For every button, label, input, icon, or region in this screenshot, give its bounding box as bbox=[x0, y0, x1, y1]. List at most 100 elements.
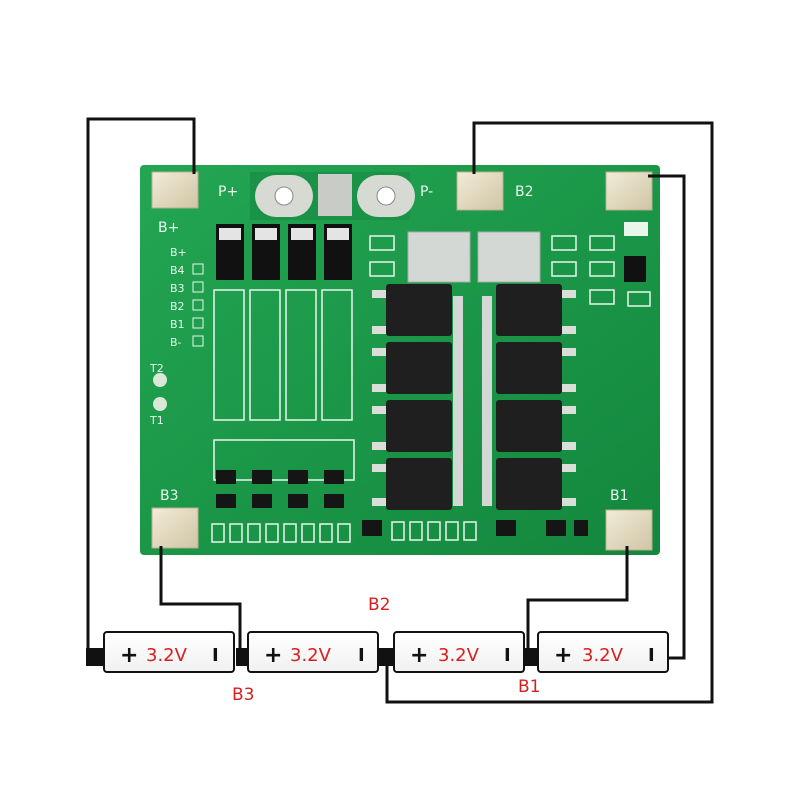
wire-b-plus-to-pack-plus bbox=[86, 117, 196, 657]
mosfet bbox=[496, 284, 562, 336]
terminal-bridge bbox=[318, 174, 352, 216]
mosfet-tab bbox=[453, 296, 463, 506]
mosfets-left bbox=[386, 284, 463, 510]
smd-pad bbox=[319, 523, 333, 543]
smd-pad bbox=[627, 291, 651, 307]
header-label-bminus: B- bbox=[170, 336, 182, 349]
ic-outline bbox=[213, 289, 245, 421]
transistor bbox=[496, 520, 516, 536]
transistor bbox=[288, 470, 308, 484]
mosfet-pin bbox=[372, 384, 386, 392]
header-label-bplus: B+ bbox=[170, 246, 187, 259]
battery-cell-3: + 3.2V I bbox=[393, 631, 525, 673]
upper-right-parts bbox=[369, 222, 651, 307]
wiring bbox=[86, 117, 714, 704]
cell-plus-sign: + bbox=[120, 643, 138, 668]
silk-t1: T1 bbox=[149, 414, 164, 427]
smd-pad bbox=[369, 261, 395, 277]
smd-pad bbox=[409, 521, 423, 541]
mosfet-pin bbox=[372, 326, 386, 334]
smd-pad bbox=[391, 521, 405, 541]
thermistor-pad bbox=[153, 397, 167, 411]
resistor-cap bbox=[255, 228, 277, 240]
smd-pad bbox=[211, 523, 225, 543]
heatsink-tab-right bbox=[477, 231, 541, 283]
smd-pad bbox=[589, 289, 615, 305]
protection-ic-area bbox=[213, 289, 355, 481]
p-terminals bbox=[250, 172, 415, 220]
mosfet-pin bbox=[372, 442, 386, 450]
mosfet-pins bbox=[372, 290, 576, 506]
transistor bbox=[546, 520, 566, 536]
mosfets-right bbox=[482, 284, 562, 510]
battery-cell-2: + 3.2V I bbox=[247, 631, 379, 673]
small-transistors bbox=[216, 470, 344, 508]
cell-body bbox=[247, 631, 379, 673]
pad-b-plus bbox=[151, 171, 199, 209]
ic-outline bbox=[213, 439, 355, 481]
mosfet bbox=[386, 342, 452, 394]
mosfet-pin bbox=[372, 406, 386, 414]
pad-b3 bbox=[151, 507, 199, 549]
header-label-b4: B4 bbox=[170, 264, 185, 277]
mosfet-pin bbox=[562, 464, 576, 472]
cell-terminal bbox=[522, 648, 540, 666]
ic-outline bbox=[285, 289, 317, 421]
smd-pad bbox=[463, 521, 477, 541]
mosfet bbox=[496, 400, 562, 452]
resistor-cap bbox=[327, 228, 349, 240]
transistor bbox=[288, 494, 308, 508]
header-pin bbox=[192, 281, 204, 293]
mosfet-pin bbox=[562, 384, 576, 392]
mosfet-pin bbox=[372, 290, 386, 298]
cell-terminal bbox=[86, 648, 104, 666]
transistor bbox=[362, 520, 382, 536]
label-b3: B3 bbox=[232, 685, 254, 705]
silk-p-plus: P+ bbox=[218, 184, 238, 200]
wire-b3-to-cell-junction bbox=[159, 546, 242, 652]
smd-pad bbox=[589, 235, 615, 251]
smd-pad bbox=[301, 523, 315, 543]
mosfet bbox=[386, 458, 452, 510]
balance-header: B+ B4 B3 B2 B1 B- bbox=[170, 246, 204, 349]
header-label-b3: B3 bbox=[170, 282, 185, 295]
smd-pad bbox=[337, 523, 351, 543]
transistor bbox=[574, 520, 588, 536]
cell-minus-sign: I bbox=[648, 645, 655, 666]
header-label-b2: B2 bbox=[170, 300, 185, 313]
smd-pad bbox=[247, 523, 261, 543]
mosfet-pin bbox=[562, 348, 576, 356]
smd-pad bbox=[551, 235, 577, 251]
header-pin bbox=[192, 335, 204, 347]
resistor-white bbox=[624, 222, 648, 236]
battery-cell-4: + 3.2V I bbox=[537, 631, 669, 673]
mosfet bbox=[386, 400, 452, 452]
silk-p-minus: P- bbox=[420, 184, 433, 200]
bottom-transistors bbox=[362, 520, 588, 536]
label-b2: B2 bbox=[368, 595, 390, 615]
pcb-board: B+ P+ P- B2 B3 B1 B+ B4 B3 B2 B1 B- T2 T… bbox=[140, 165, 660, 555]
smd-pad bbox=[265, 523, 279, 543]
cell-terminal bbox=[236, 648, 250, 666]
pad-b1 bbox=[605, 509, 653, 551]
shunt-resistor bbox=[624, 256, 646, 282]
bottom-smd-row bbox=[211, 521, 477, 543]
transistor bbox=[216, 494, 236, 508]
mosfet-pin bbox=[562, 290, 576, 298]
thermistors: T2 T1 bbox=[149, 362, 167, 427]
cell-voltage: 3.2V bbox=[582, 645, 624, 666]
header-pin bbox=[192, 263, 204, 275]
cell-voltage: 3.2V bbox=[290, 645, 332, 666]
transistor bbox=[324, 494, 344, 508]
smd-pad bbox=[589, 261, 615, 277]
wire-b1-to-cell-junction bbox=[526, 546, 629, 648]
transistor bbox=[252, 494, 272, 508]
resistor-cap bbox=[291, 228, 313, 240]
label-b1: B1 bbox=[518, 677, 540, 697]
header-pin bbox=[192, 299, 204, 311]
smd-pad bbox=[551, 261, 577, 277]
ic-outline bbox=[249, 289, 281, 421]
transistor bbox=[324, 470, 344, 484]
silk-b1: B1 bbox=[610, 488, 629, 504]
mosfet bbox=[496, 458, 562, 510]
